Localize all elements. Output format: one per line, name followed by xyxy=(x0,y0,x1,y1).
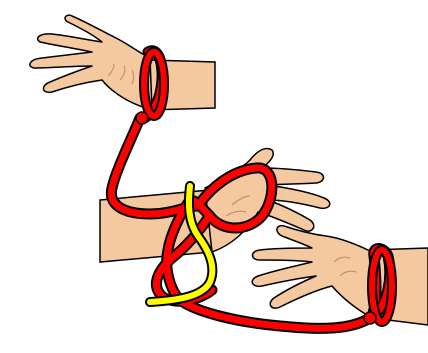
red-knot-top-left xyxy=(135,111,149,125)
bottom-right-creases xyxy=(333,256,357,277)
middle-palm-creases xyxy=(225,195,251,217)
red-wrist-loop-top-left-fill xyxy=(141,49,167,119)
bottom-right-palm xyxy=(251,224,373,319)
top-left-palm xyxy=(29,14,153,111)
yellow-rope xyxy=(145,181,218,307)
red-wrist-loop-bottom-right-fill xyxy=(369,247,395,325)
top-left-creases xyxy=(107,63,135,85)
red-knot-bottom-right xyxy=(363,311,377,325)
yellow-rope-fill xyxy=(147,183,216,305)
